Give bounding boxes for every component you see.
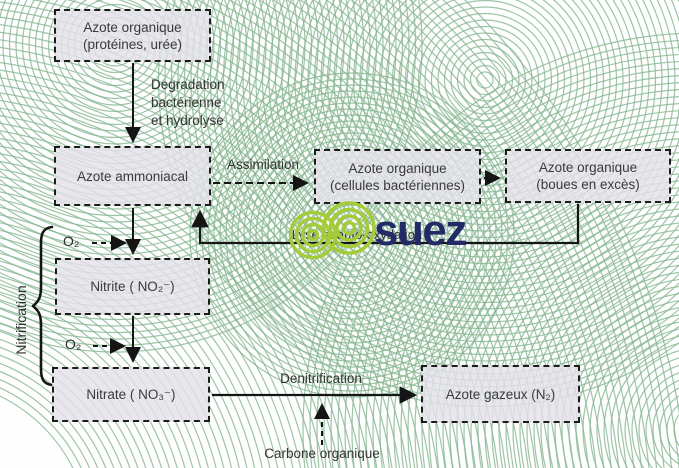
box-cellules-line2: (cellules bactériennes) [329, 177, 466, 193]
box-azote-gazeux: Azote gazeux (N₂) [421, 365, 580, 423]
o2-lower-label: O₂ [65, 336, 82, 352]
box-azote-gazeux-label: Azote gazeux (N₂) [445, 386, 556, 402]
box-boues-en-exces: Azote organique (boues en excès) [505, 149, 671, 203]
box-boues-line1: Azote organique [538, 160, 638, 175]
box-nitrite-label: Nitrite ( NO₂⁻) [90, 279, 175, 294]
box-azote-organique-top-line2: (protéines, urée) [82, 36, 183, 52]
box-cellules-line1: Azote organique [348, 160, 447, 176]
suez-logo-circles-icon [288, 201, 376, 260]
degradation-label-line3: et hydrolyse [151, 113, 224, 128]
box-boues-line2: (boues en excès) [536, 177, 640, 192]
box-nitrite: Nitrite ( NO₂⁻) [55, 258, 210, 315]
arrow-lyse-return [191, 204, 580, 245]
box-cellules-bacteriennes: Azote organique (cellules bactériennes) [314, 149, 481, 204]
suez-wordmark: suez [374, 206, 466, 255]
nitrification-label: Nitrification [13, 285, 29, 355]
box-nitrate-label: Nitrate ( NO₃⁻) [86, 387, 176, 402]
nitrification-brace [31, 225, 54, 387]
carbone-organique-label: Carbone organique [264, 446, 380, 461]
box-azote-organique-top: Azote organique (protéines, urée) [54, 9, 211, 62]
degradation-label-line2: bactérienne [151, 95, 222, 110]
degradation-label: Degradation bactérienne et hydrolyse [151, 76, 225, 130]
box-azote-ammoniacal-label: Azote ammoniacal [76, 168, 189, 184]
box-azote-organique-top-line1: Azote organique [83, 19, 182, 35]
box-nitrate: Nitrate ( NO₃⁻) [52, 367, 210, 422]
o2-upper-label: O₂ [63, 233, 80, 249]
assimilation-label: Assimilation [226, 157, 300, 172]
degradation-label-line1: Degradation [151, 77, 225, 92]
box-azote-ammoniacal: Azote ammoniacal [54, 146, 211, 206]
denitrification-label: Denitrification [280, 371, 362, 386]
suez-logo: suez [288, 201, 468, 260]
